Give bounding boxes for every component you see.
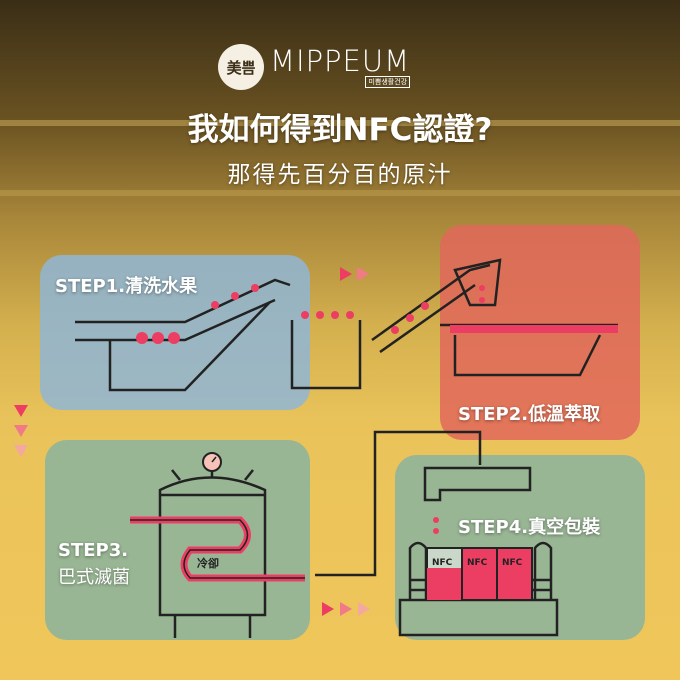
fruits: [136, 284, 618, 534]
background-beam: [0, 190, 680, 196]
sterilizer-tank: [158, 476, 267, 617]
background-beam: [0, 120, 680, 126]
wash-conveyor: [75, 278, 291, 324]
logo-subtext: 미쁨생활건강: [365, 76, 411, 88]
bottle-label: NFC: [467, 558, 488, 568]
step3-label-line1: STEP3.: [58, 540, 129, 561]
logo-brand: MIPPEUM: [270, 44, 411, 78]
bottle-label: NFC: [502, 558, 523, 568]
step3-label-line2: 巴式滅菌: [58, 567, 130, 588]
logo: 美쁨 MIPPEUM 미쁨생활건강: [218, 44, 411, 90]
wash-tank: [290, 320, 362, 390]
logo-mark: 美쁨: [218, 44, 264, 90]
flow-arrows: [14, 267, 370, 616]
step1-label: STEP1.清洗水果: [55, 276, 198, 297]
extractor-hopper: [453, 258, 502, 307]
step4-label: STEP4.真空包裝: [458, 517, 601, 538]
page-title: 我如何得到NFC認證?: [187, 112, 493, 148]
coil-label: 冷卻: [197, 557, 219, 570]
packing-base: [398, 598, 559, 637]
page-subtitle: 那得先百分百的原汁: [227, 162, 453, 188]
bottle-label: NFC: [432, 558, 453, 568]
transfer-pipe: [315, 430, 482, 577]
step2-label: STEP2.低溫萃取: [458, 404, 601, 425]
